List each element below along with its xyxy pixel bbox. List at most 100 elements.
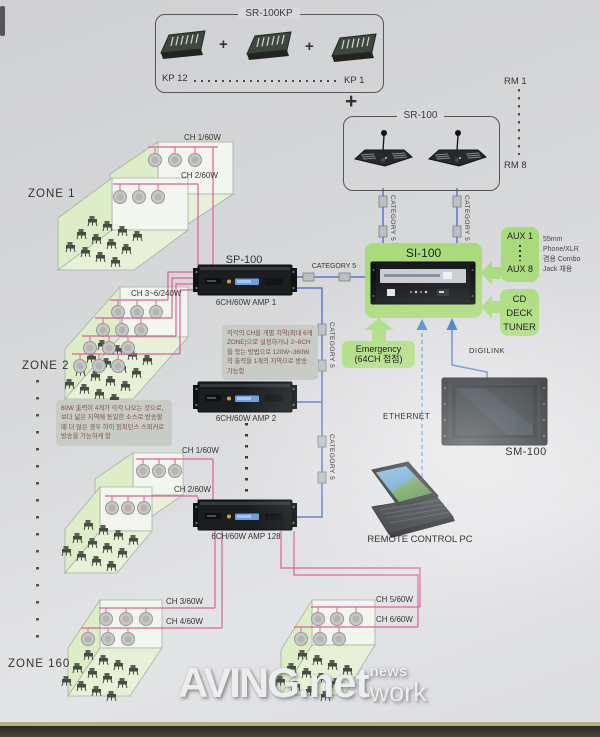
aux-ellipsis-dots — [519, 245, 521, 261]
ceiling-speaker-icon — [188, 153, 202, 167]
ceiling-speaker-icon — [92, 359, 106, 373]
speaker-wiring — [167, 147, 421, 628]
emergency-arrow — [364, 318, 394, 341]
ceiling-speaker-icon — [152, 464, 166, 478]
laptop-icon — [371, 461, 455, 538]
ceiling-speaker-icon — [132, 190, 146, 204]
ceiling-speaker-icon — [148, 153, 162, 167]
sr100-group-box — [343, 116, 500, 191]
ceiling-speaker-icon — [151, 190, 165, 204]
ch6-label: CH 6/60W — [376, 615, 413, 624]
ch1-label-amp128: CH 1/60W — [182, 446, 219, 455]
plus-sign: + — [219, 36, 228, 53]
plus-sign: + — [305, 38, 314, 55]
ch2-label-amp128: CH 2/60W — [174, 485, 211, 494]
category5-label: CATEGORY 5 — [311, 263, 357, 270]
aux-arrow — [481, 261, 501, 285]
category5-label: CATEGORY 5 — [328, 322, 335, 369]
ceiling-speaker-icon — [119, 612, 133, 626]
category5-label: CATEGORY 5 — [389, 195, 396, 242]
cat5-connectors — [302, 195, 462, 484]
emergency-panel — [342, 341, 415, 368]
watermark-work: work — [369, 676, 427, 707]
rm-ellipsis-dots — [518, 89, 520, 155]
ceiling-speaker-icon — [121, 632, 135, 646]
rm8-label: RM 8 — [504, 160, 527, 171]
ceiling-speaker-icon — [121, 501, 135, 515]
ch4-label: CH 4/60W — [166, 617, 203, 626]
room-back-wall — [111, 177, 189, 231]
zone-ellipsis-dots — [36, 380, 39, 642]
ceiling-speaker-icon — [73, 359, 87, 373]
cd-arrow — [481, 295, 501, 319]
si100-rack-unit — [370, 261, 476, 305]
ceiling-speaker-icon — [294, 632, 308, 646]
poster-frame-edge — [0, 722, 600, 726]
sr100-group-title: SR-100 — [343, 110, 498, 121]
ceiling-speaker-icon — [168, 153, 182, 167]
ethernet-label: ETHERNET — [383, 412, 431, 421]
si100-title: SI-100 — [405, 246, 442, 260]
ceiling-speaker-icon — [311, 612, 325, 626]
amp128-unit — [192, 499, 298, 531]
ceiling-speaker-icon — [111, 359, 125, 373]
digilink-label: DIGILINK — [468, 346, 506, 355]
watermark-net: .net — [297, 659, 370, 706]
ceiling-speaker-icon — [113, 190, 127, 204]
sm100-monitor-unit — [441, 377, 548, 446]
ceiling-speaker-icon — [149, 305, 163, 319]
sp100-title: SP-100 — [225, 254, 263, 266]
aving-watermark: AVING.net news work — [178, 659, 427, 707]
amp-ellipsis-dots — [245, 423, 248, 499]
ch3to6-label: CH 3~6/240W — [131, 289, 182, 298]
ceiling-speaker-icon — [136, 464, 150, 478]
photo-corner-mark — [0, 6, 5, 36]
ceiling-speaker-icon — [96, 323, 110, 337]
category5-label: CATEGORY 5 — [328, 434, 335, 481]
amp128-label: 6CH/60W AMP 128 — [211, 532, 281, 541]
amp1-label: 6CH/60W AMP 1 — [215, 298, 277, 307]
ceiling-speaker-icon — [330, 612, 344, 626]
ceiling-speaker-icon — [102, 341, 116, 355]
ceiling-speaker-icon — [139, 612, 153, 626]
ceiling-speaker-icon — [115, 323, 129, 337]
ceiling-speaker-icon — [130, 305, 144, 319]
zone2-label: ZONE 2 — [22, 360, 70, 372]
ceiling-speaker-icon — [168, 464, 182, 478]
cd-deck-tuner-panel — [500, 289, 539, 336]
ceiling-speaker-icon — [134, 323, 148, 337]
ceiling-speaker-icon — [105, 501, 119, 515]
ceiling-speaker-icon — [81, 632, 95, 646]
aux8-label: AUX 8 — [506, 264, 533, 274]
speaker-output-note: 60W 출력이 4개가 각각 나오는 것으로, 보다 넓은 지역에 동일한 소스… — [56, 400, 172, 446]
kp-ellipsis-dots — [194, 80, 340, 82]
watermark-brand: AVING — [178, 659, 300, 706]
kp1-label: KP 1 — [344, 75, 365, 86]
watermark-news: news — [369, 662, 408, 680]
zone1-label: ZONE 1 — [28, 188, 76, 200]
ch5-label: CH 5/60W — [376, 595, 413, 604]
emergency-label: Emergency(64CH 접점) — [354, 344, 403, 365]
ch1-label: CH 1/60W — [184, 133, 221, 142]
zone160-label: ZONE 160 — [8, 658, 71, 670]
ceiling-speaker-icon — [99, 612, 113, 626]
amp1-unit — [192, 264, 298, 296]
aux1-label: AUX 1 — [506, 231, 533, 241]
amp-capacity-note: 각각의 CH을 개별 지역(최대 6개 ZONE)으로 설정하거나 2~6CH을… — [222, 325, 318, 381]
ch2-label: CH 2/60W — [181, 171, 218, 180]
ceiling-speaker-icon — [332, 632, 346, 646]
amp2-unit — [192, 381, 298, 413]
ceiling-speaker-icon — [121, 341, 135, 355]
rm1-label: RM 1 — [504, 76, 527, 87]
kp12-label: KP 12 — [162, 73, 188, 84]
ceiling-speaker-icon — [83, 341, 97, 355]
ceiling-speaker-icon — [349, 612, 363, 626]
ch3-label: CH 3/60W — [166, 597, 203, 606]
ceiling-speaker-icon — [111, 305, 125, 319]
poster-frame — [0, 726, 600, 737]
zone-speakers — [72, 146, 420, 646]
